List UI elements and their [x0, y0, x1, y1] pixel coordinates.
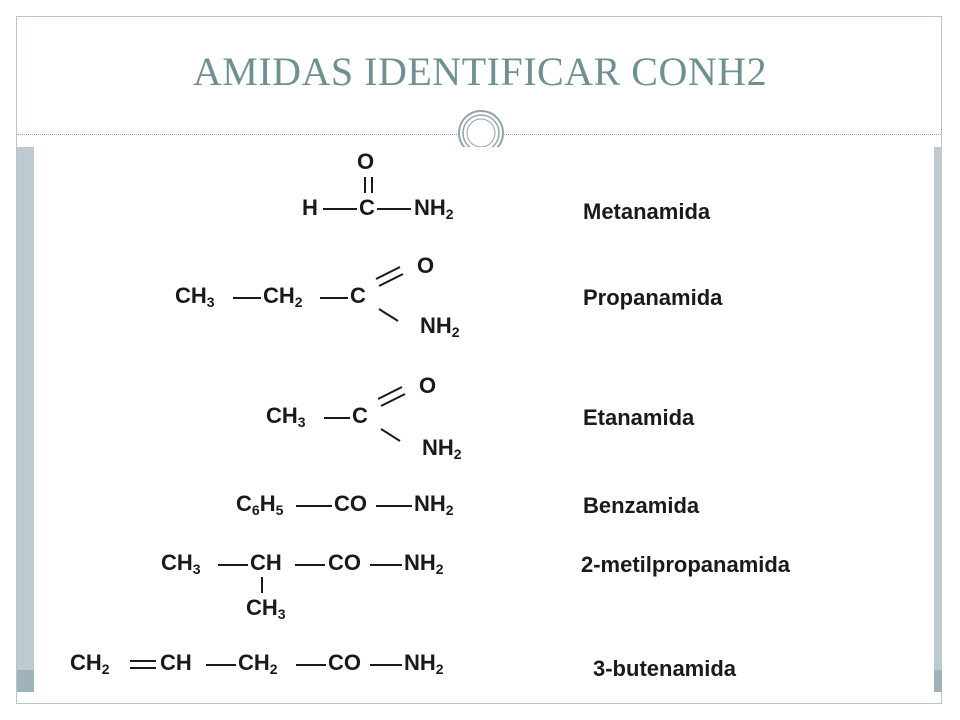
group-ch3: CH3 — [175, 283, 215, 310]
group-ch2: CH2 — [238, 650, 278, 677]
atom-c: C — [352, 403, 368, 428]
atom-o: O — [417, 253, 435, 278]
bond-lines — [375, 266, 404, 322]
group-nh2: NH2 — [404, 550, 444, 577]
group-ch2: CH2 — [263, 283, 303, 310]
group-ch: CH — [250, 550, 282, 575]
content-band-left — [17, 147, 34, 670]
amide-structures-figure: O H C NH2 Metanamida CH3 CH2 C O NH2 Pro… — [34, 147, 934, 692]
compound-name: 3-butenamida — [593, 656, 737, 681]
group-nh2: NH2 — [404, 650, 444, 677]
compound-name: Metanamida — [583, 199, 711, 224]
group-ch3: CH3 — [246, 595, 286, 622]
slide-title: AMIDAS IDENTIFICAR CONH2 — [192, 49, 768, 94]
group-c6h5: C6H5 — [236, 491, 284, 518]
compound-name: Propanamida — [583, 285, 723, 310]
group-co: CO — [328, 550, 361, 575]
group-nh2: NH2 — [420, 313, 460, 340]
group-nh2: NH2 — [422, 435, 462, 462]
content-band-right — [934, 147, 942, 670]
group-ch3: CH3 — [266, 403, 306, 430]
group-co: CO — [334, 491, 367, 516]
compound-name: 2-metilpropanamida — [581, 552, 791, 577]
group-ch: CH — [160, 650, 192, 675]
atom-c: C — [359, 195, 375, 220]
compound-name: Benzamida — [583, 493, 700, 518]
group-ch3: CH3 — [161, 550, 201, 577]
atom-o: O — [357, 149, 375, 174]
group-nh2: NH2 — [414, 491, 454, 518]
compound-name: Etanamida — [583, 405, 695, 430]
atom-c: C — [350, 283, 366, 308]
bond-lines — [377, 386, 406, 442]
atom-h: H — [302, 195, 318, 220]
atom-o: O — [419, 373, 437, 398]
group-ch2: CH2 — [70, 650, 110, 677]
group-nh2: NH2 — [414, 195, 454, 222]
group-co: CO — [328, 650, 361, 675]
